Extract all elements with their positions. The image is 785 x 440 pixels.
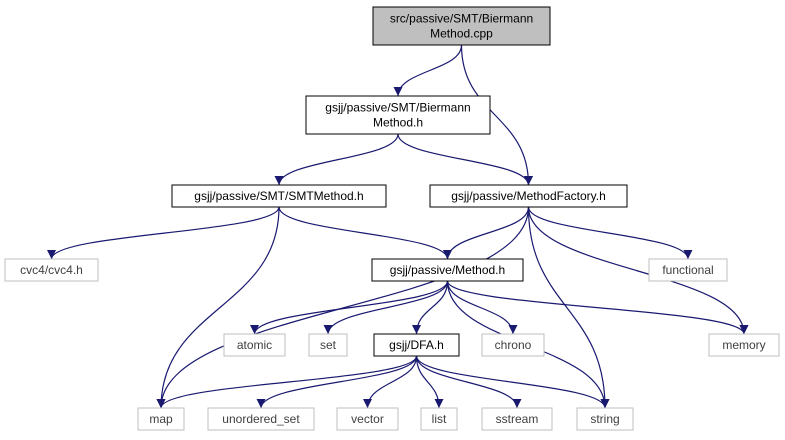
node-map: map [137, 407, 185, 431]
node-box-sstream [481, 407, 553, 431]
edge-methodfactory_h-to-string [527, 206, 610, 409]
edge-dfa_h-to-list [415, 355, 444, 409]
edge-biermann_h-to-smtmethod_h [274, 133, 399, 186]
node-dfa_h[interactable]: gsjj/DFA.h [373, 333, 460, 357]
edge-dfa_h-to-string [415, 355, 610, 409]
node-box-functional [648, 258, 728, 282]
node-box-biermann_h [305, 95, 491, 135]
edge-root-to-biermann_h [393, 44, 463, 97]
node-vector: vector [336, 407, 399, 431]
node-label-cvc4_h: cvc4/cvc4.h [20, 263, 83, 277]
node-box-method_h [371, 258, 524, 282]
node-box-unordered_set [207, 407, 315, 431]
node-box-map [137, 407, 185, 431]
edge-biermann_h-to-methodfactory_h [397, 133, 533, 186]
node-box-set [308, 333, 348, 357]
node-methodfactory_h[interactable]: gsjj/passive/MethodFactory.h [429, 184, 628, 208]
node-box-atomic [223, 333, 286, 357]
node-box-memory [708, 333, 780, 357]
edge-methodfactory_h-to-functional [527, 206, 693, 260]
node-label-atomic: atomic [237, 338, 272, 352]
edge-method_h-to-dfa_h [412, 280, 449, 335]
edge-method_h-to-chrono [446, 280, 518, 335]
node-unordered_set: unordered_set [207, 407, 315, 431]
edge-methodfactory_h-to-method_h [443, 206, 530, 260]
node-box-smtmethod_h [171, 184, 387, 208]
edge-root-to-methodfactory_h [460, 44, 533, 186]
node-label-memory: memory [722, 338, 765, 352]
node-label-biermann_h: Method.h [373, 116, 423, 130]
edge-method_h-to-atomic [250, 280, 449, 335]
node-label-root: src/passive/SMT/Biermann [390, 12, 533, 26]
node-functional: functional [648, 258, 728, 282]
node-label-functional: functional [662, 263, 713, 277]
node-box-dfa_h [373, 333, 460, 357]
node-box-methodfactory_h [429, 184, 628, 208]
edge-smtmethod_h-to-cvc4_h [47, 206, 280, 260]
node-label-unordered_set: unordered_set [222, 412, 300, 426]
node-label-set: set [320, 338, 337, 352]
edge-methodfactory_h-to-map [156, 206, 530, 409]
node-string: string [576, 407, 634, 431]
node-label-biermann_h: gsjj/passive/SMT/Biermann [325, 101, 470, 115]
node-atomic: atomic [223, 333, 286, 357]
node-label-methodfactory_h: gsjj/passive/MethodFactory.h [451, 189, 606, 203]
node-smtmethod_h[interactable]: gsjj/passive/SMT/SMTMethod.h [171, 184, 387, 208]
node-cvc4_h: cvc4/cvc4.h [4, 258, 99, 282]
node-box-root [372, 6, 551, 46]
node-memory: memory [708, 333, 780, 357]
node-list: list [420, 407, 458, 431]
node-label-string: string [590, 412, 619, 426]
node-label-chrono: chrono [495, 338, 532, 352]
edge-dfa_h-to-vector [363, 355, 418, 409]
node-label-list: list [432, 412, 447, 426]
node-set: set [308, 333, 348, 357]
node-sstream: sstream [481, 407, 553, 431]
node-box-string [576, 407, 634, 431]
edge-dfa_h-to-unordered_set [256, 355, 418, 409]
node-label-root: Method.cpp [430, 27, 493, 41]
edge-dfa_h-to-sstream [415, 355, 522, 409]
node-box-list [420, 407, 458, 431]
node-box-vector [336, 407, 399, 431]
node-box-cvc4_h [4, 258, 99, 282]
edge-method_h-to-memory [446, 280, 749, 335]
edge-smtmethod_h-to-method_h [278, 206, 452, 260]
node-label-dfa_h: gsjj/DFA.h [389, 338, 444, 352]
edge-method_h-to-set [323, 280, 449, 335]
edge-methodfactory_h-to-memory [527, 206, 749, 335]
node-chrono: chrono [481, 333, 545, 357]
node-label-map: map [149, 412, 173, 426]
node-label-vector: vector [351, 412, 384, 426]
node-method_h[interactable]: gsjj/passive/Method.h [371, 258, 524, 282]
node-label-smtmethod_h: gsjj/passive/SMT/SMTMethod.h [194, 189, 363, 203]
node-label-method_h: gsjj/passive/Method.h [390, 263, 505, 277]
edge-dfa_h-to-map [156, 355, 418, 409]
node-box-chrono [481, 333, 545, 357]
edge-smtmethod_h-to-map [156, 206, 280, 409]
node-label-sstream: sstream [496, 412, 539, 426]
